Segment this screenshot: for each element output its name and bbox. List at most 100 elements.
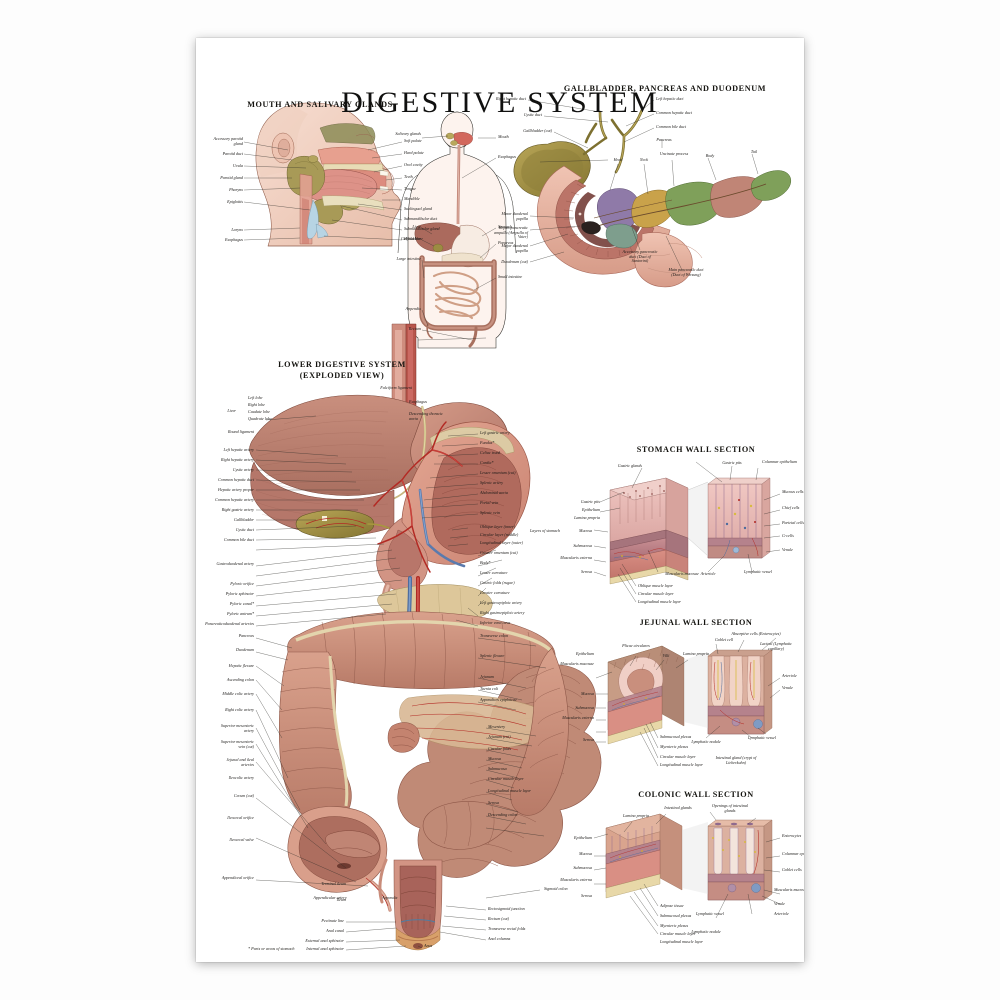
label-cw-arteriole: Arteriole — [774, 911, 789, 916]
label-jw-submucosal-plexus: Submucosal plexus — [660, 734, 692, 739]
label-ileocecal-orifice: Ileocecal orifice — [227, 815, 254, 820]
label-sw-columnar-epithelium: Columnar epithelium — [762, 459, 797, 464]
label-jw-muscularis-mucosae: Muscularis mucosae — [560, 661, 594, 666]
label-quadrate-lobe: Quadrate lobe — [248, 416, 272, 421]
label-serosa-lower: Serosa — [488, 800, 499, 805]
label-pancreas-head: Head — [613, 157, 623, 162]
label-sw-g-cells: G-cells — [782, 533, 794, 538]
label-jw-intestinal-gland: Intestinal gland (crypt of Lieberkuhn) — [715, 755, 757, 765]
label-falciform-ligament: Falciform ligament — [380, 385, 412, 390]
label-esophagus-lower: Esophagus — [409, 399, 427, 404]
label-pancreas-neck: Neck — [639, 157, 649, 162]
label-gallbladder-cut: Gallbladder (cut) — [523, 128, 552, 133]
label-fundus: Fundus* — [480, 440, 495, 445]
label-cw-adipose-tissue: Adipose tissue — [660, 903, 684, 908]
label-pharynx: Pharynx — [229, 187, 243, 192]
mouth-illustration — [255, 102, 401, 247]
label-cardia: Cardia* — [480, 460, 494, 465]
label-anal-canal: Anal canal — [326, 928, 344, 933]
anatomy-poster: DIGESTIVE SYSTEM MOUTH AND SALIVARY GLAN… — [196, 38, 804, 962]
label-cw-myenteric-plexus: Myenteric plexus — [660, 923, 689, 928]
label-sw-muscularis-externa: Muscularis externa — [560, 555, 592, 560]
label-parotid-gland: Parotid gland — [220, 175, 243, 180]
label-jw-venule: Venule — [782, 685, 793, 690]
label-superior-mesenteric-vein: Superior mesenteric vein (cut) — [220, 739, 254, 749]
label-gallbladder-overview: Gallbladder — [400, 236, 421, 241]
label-longitudinal-muscle-layer-lower: Longitudinal muscle layer — [488, 788, 531, 793]
label-common-hepatic-duct: Common hepatic duct — [656, 110, 692, 115]
label-cecum-cut: Cecum (cut) — [233, 793, 254, 798]
label-jw-longitudinal-muscle-layer: Longitudinal muscle layer — [660, 762, 703, 767]
label-jw-plicae-circulares: Plicae circulares — [622, 643, 650, 648]
label-anal-columns: Anal columns — [488, 936, 511, 941]
label-cw-submucosa: Submucosa — [573, 865, 592, 870]
label-cw-muscularis-mucosae: Muscularis mucosae — [774, 887, 804, 892]
label-layers-of-stomach: Layers of stomach — [530, 528, 561, 533]
page-title: DIGESTIVE SYSTEM — [341, 86, 659, 119]
section-heading-lower-1: LOWER DIGESTIVE SYSTEM — [278, 360, 406, 369]
label-cw-intestinal-glands: Intestinal glands — [664, 805, 692, 810]
label-jw-myenteric-plexus: Myenteric plexus — [660, 744, 689, 749]
label-circular-folds: Circular folds — [488, 746, 511, 751]
label-gallbladder-lower: Gallbladder — [233, 517, 254, 522]
section-heading-gallbladder: GALLBLADDER, PANCREAS AND DUODENUM — [563, 84, 767, 93]
label-stomach-overview: Stomach — [498, 224, 513, 229]
label-middle-colic-artery: Middle colic artery — [222, 691, 254, 696]
label-round-ligament: Round ligament — [227, 429, 254, 434]
label-jw-goblet-cell: Goblet cell — [714, 637, 734, 642]
label-jejunal-ileal-arteries: Jejunal and ileal arteries — [226, 757, 254, 767]
label-cw-mucosa: Mucosa — [579, 851, 592, 856]
label-rectum-overview: Rectum — [408, 326, 421, 331]
label-small-intestine: Small intestine — [498, 274, 523, 279]
label-sw-lymphatic-vessel: Lymphatic vessel — [744, 569, 772, 574]
section-heading-colonic-wall: COLONIC WALL SECTION — [638, 790, 754, 799]
label-pyloric-sphincter: Pyloric sphincter — [225, 591, 254, 596]
label-transverse-rectal-folds: Transverse rectal folds — [488, 926, 526, 931]
label-rectum-cut: Rectum (cut) — [488, 916, 510, 921]
label-oral-cavity: Oral cavity — [404, 162, 423, 167]
label-longitudinal-layer: Longitudinal layer (outer) — [480, 540, 523, 545]
label-splenic-vein: Splenic vein — [480, 510, 500, 515]
footnote: * Parts or areas of stomach — [248, 946, 295, 951]
label-cw-lymphatic-nodule: Lymphatic nodule — [691, 929, 721, 934]
label-greater-omentum: Greater omentum (cut) — [480, 550, 518, 555]
label-cw-venule: Venule — [774, 901, 785, 906]
label-oblique-layer: Oblique layer (inner) — [480, 524, 516, 529]
label-jw-arteriole: Arteriole — [782, 673, 797, 678]
label-parotid-duct: Parotid duct — [222, 151, 243, 156]
transverse-colon — [287, 611, 556, 690]
label-right-lobe: Right lobe — [248, 402, 265, 407]
label-sw-chief-cells: Chief cells — [782, 505, 800, 510]
label-pancreaticoduodenal-arteries: Pancreaticoduodenal arteries — [205, 621, 254, 626]
label-lesser-curvature: Lesser curvature — [480, 570, 508, 575]
label-jw-absorptive-cells: Absorptive cells (Enterocytes) — [731, 631, 781, 636]
label-esophagus-mouth: Esophagus — [225, 237, 243, 242]
label-cw-lymphatic-vessel: Lymphatic vessel — [696, 911, 724, 916]
jejunal-wall-illustration — [607, 645, 773, 745]
label-right-hepatic-artery: Right hepatic artery — [221, 457, 254, 462]
label-terminal-ileum: Terminal ileum — [321, 881, 346, 886]
label-major-duodenal-papilla: Major duodenal papilla — [501, 243, 529, 253]
label-larynx: Larynx — [231, 227, 243, 232]
label-pancreas-gb: Pancreas — [656, 137, 672, 142]
label-common-hepatic-artery: Common hepatic artery — [215, 497, 254, 502]
label-pyloric-orifice: Pyloric orifice — [230, 581, 254, 586]
label-right-gastric-artery: Right gastric artery — [221, 507, 254, 512]
label-cw-openings-intestinal-glands: Openings of intestinal glands — [711, 803, 749, 813]
label-left-hepatic-artery: Left hepatic artery — [223, 447, 254, 452]
label-circular-muscle-layer-lower: Circular muscle layer — [488, 776, 524, 781]
colonic-wall-illustration — [605, 813, 773, 901]
poster-paper: DIGESTIVE SYSTEM MOUTH AND SALIVARY GLAN… — [196, 38, 804, 962]
label-cw-serosa: Serosa — [581, 893, 592, 898]
label-sw-lamina-propria: Lamina propria — [574, 515, 600, 520]
label-splenic-flexure: Splenic flexure — [480, 653, 505, 658]
label-pyloric-canal: Pyloric canal* — [229, 601, 254, 606]
label-main-pancreatic-duct: Main pancreatic duct (Duct of Wirsung) — [668, 267, 704, 277]
label-jw-lymphatic-vessel: Lymphatic vessel — [748, 735, 776, 740]
label-ileocecal-valve: Ileocecal valve — [229, 837, 254, 842]
rectum-anal-canal — [378, 858, 443, 951]
label-sw-muscularis-mucosae: Muscularis mucosae — [665, 571, 699, 576]
label-cw-enterocytes: Enterocytes — [782, 833, 802, 838]
label-common-hepatic-duct-lower: Common hepatic duct — [218, 477, 254, 482]
label-sw-mucosa: Mucosa — [579, 528, 592, 533]
